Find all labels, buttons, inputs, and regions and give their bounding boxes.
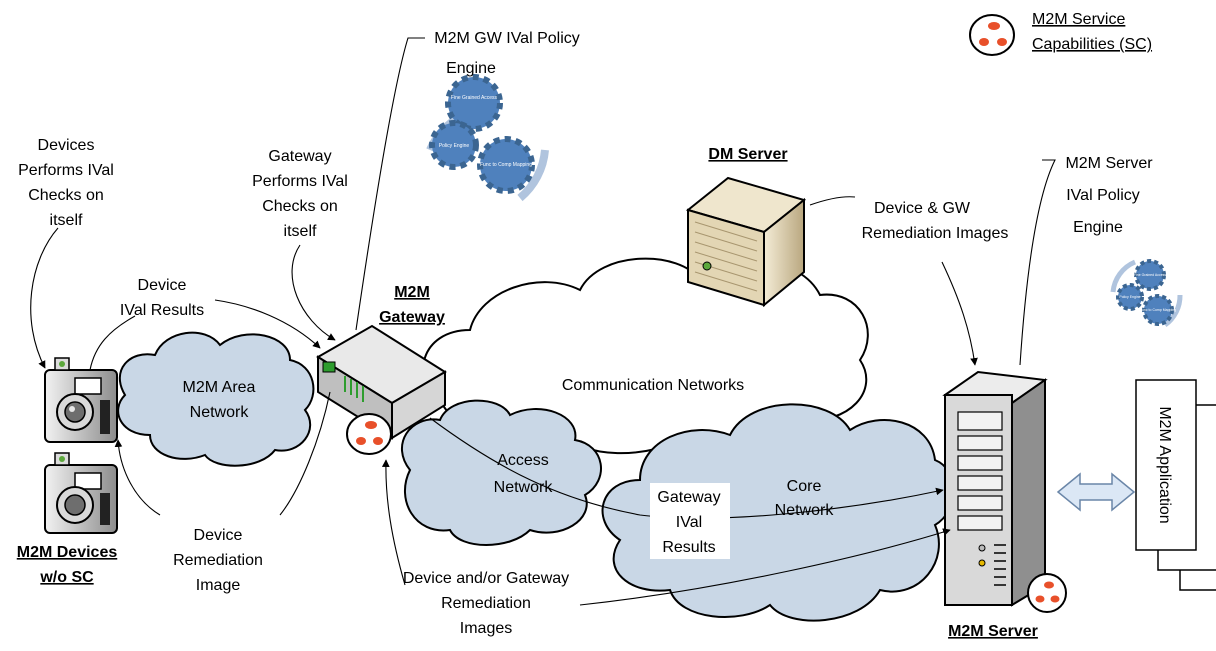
- gear-icon: Func to Comp Mapping: [477, 136, 535, 194]
- m2m-application-stack: [1135, 379, 1216, 591]
- gateway-checks-line: Gateway: [268, 148, 331, 165]
- gateway-ival-line: IVal: [676, 514, 702, 531]
- device-remediation-line: Device: [194, 527, 243, 544]
- area-network-label: M2M Area Network: [183, 379, 256, 421]
- m2m-devices-line: M2M Devices: [17, 544, 118, 561]
- gateway-ival-line: Results: [662, 539, 715, 556]
- devices-checks-line: itself: [50, 212, 83, 229]
- core-network-line: Core: [787, 478, 822, 495]
- legend-line2: Capabilities (SC): [1032, 36, 1152, 53]
- server-policy-line: IVal Policy: [1066, 187, 1140, 204]
- access-network-label: Access Network: [494, 452, 554, 496]
- legend-line1: M2M Service: [1032, 11, 1125, 28]
- connector-lines: [30, 37, 1056, 606]
- m2m-server-label: M2M Server: [948, 623, 1038, 640]
- sc-icon: [1027, 573, 1067, 613]
- gateway-checks-line: Checks on: [262, 198, 338, 215]
- legend-sc-label: M2M Service Capabilities (SC): [1032, 11, 1152, 53]
- core-network-line: Network: [775, 502, 835, 519]
- gateway-checks-line: Performs IVal: [252, 173, 348, 190]
- gear-icon: Fine Grained Access: [445, 74, 503, 132]
- gw-policy-engine-line1: M2M GW IVal Policy: [434, 30, 580, 47]
- m2m-gateway-line: M2M: [394, 284, 430, 301]
- gear-icon: Fine Grained Access: [1134, 259, 1167, 291]
- devices-checks-line: Devices: [38, 137, 95, 154]
- camera-icon: [44, 357, 118, 443]
- device-remediation-image-label: Device Remediation Image: [173, 527, 263, 594]
- dm-server-icon: [685, 176, 807, 308]
- server-policy-line: Engine: [1073, 219, 1123, 236]
- device-gw-remediation-line: Remediation Images: [862, 225, 1009, 242]
- m2m-gateway-line: Gateway: [379, 309, 445, 326]
- dm-server-label: DM Server: [708, 146, 787, 163]
- gw-policy-engine-gears-icon: Fine Grained Access Policy Engine Func t…: [426, 74, 549, 202]
- m2m-devices-wo-sc-label: M2M Devices w/o SC: [17, 544, 118, 586]
- m2m-gateway-label: M2M Gateway: [379, 284, 445, 326]
- gear-label: Fine Grained Access: [451, 95, 498, 101]
- access-network-line: Access: [497, 452, 549, 469]
- device-gw-remediation-line: Device & GW: [874, 200, 971, 217]
- m2m-devices-line: w/o SC: [39, 569, 94, 586]
- devices-checks-line: Performs IVal: [18, 162, 114, 179]
- sc-icon: [346, 413, 392, 455]
- m2m-area-network-cloud: [117, 331, 315, 467]
- device-remediation-line: Remediation: [173, 552, 263, 569]
- device-remediation-line: Image: [196, 577, 241, 594]
- device-ival-results-label: Device IVal Results: [120, 277, 204, 319]
- device-gw-remediation-line2: Device and/or Gateway: [403, 570, 569, 587]
- device-gw-remediation-line2: Images: [460, 620, 512, 637]
- device-gw-remediation-label: Device & GW Remediation Images: [862, 200, 1009, 242]
- server-policy-engine-gears-icon: Fine Grained Access Policy Engine Func t…: [1110, 259, 1183, 328]
- gateway-ival-line: Gateway: [657, 489, 720, 506]
- core-network-label: Core Network: [775, 478, 835, 519]
- gateway-checks-label: Gateway Performs IVal Checks on itself: [252, 148, 348, 240]
- m2m-application-label: M2M Application: [1156, 406, 1173, 523]
- communication-networks-cloud: [422, 257, 869, 455]
- device-ival-line: Device: [138, 277, 187, 294]
- device-gateway-remediation-label: Device and/or Gateway Remediation Images: [403, 570, 569, 637]
- access-network-line: Network: [494, 479, 554, 496]
- gear-label: Func to Comp Mapping: [480, 162, 532, 168]
- device-ival-line: IVal Results: [120, 302, 204, 319]
- camera-icon: [44, 452, 118, 534]
- access-network-cloud: [400, 399, 602, 546]
- server-policy-line: M2M Server: [1065, 155, 1153, 172]
- area-network-line: Network: [190, 404, 250, 421]
- gw-policy-engine-line2: Engine: [446, 60, 496, 77]
- gear-label: Policy Engine: [439, 143, 470, 149]
- devices-checks-label: Devices Performs IVal Checks on itself: [18, 137, 114, 229]
- gear-icon: Policy Engine: [1116, 283, 1144, 311]
- m2m-server-icon: [942, 370, 1048, 607]
- communication-networks-label: Communication Networks: [562, 377, 744, 394]
- device-gw-remediation-line2: Remediation: [441, 595, 531, 612]
- gateway-checks-line: itself: [284, 223, 317, 240]
- bidirectional-arrow-icon: [1056, 472, 1136, 512]
- gear-icon: Func to Comp Mapping: [1140, 294, 1176, 326]
- gear-label: Fine Grained Access: [1134, 273, 1167, 277]
- server-policy-engine-label: M2M Server IVal Policy Engine: [1065, 155, 1153, 236]
- gear-label: Policy Engine: [1119, 295, 1140, 299]
- gw-policy-engine-label: M2M GW IVal Policy Engine: [434, 30, 580, 77]
- area-network-line: M2M Area: [183, 379, 256, 396]
- devices-checks-line: Checks on: [28, 187, 104, 204]
- gear-label: Func to Comp Mapping: [1140, 308, 1176, 312]
- sc-legend-icon: [969, 14, 1015, 56]
- gear-icon: Policy Engine: [429, 120, 479, 170]
- gateway-ival-results-label: Gateway IVal Results: [650, 483, 730, 559]
